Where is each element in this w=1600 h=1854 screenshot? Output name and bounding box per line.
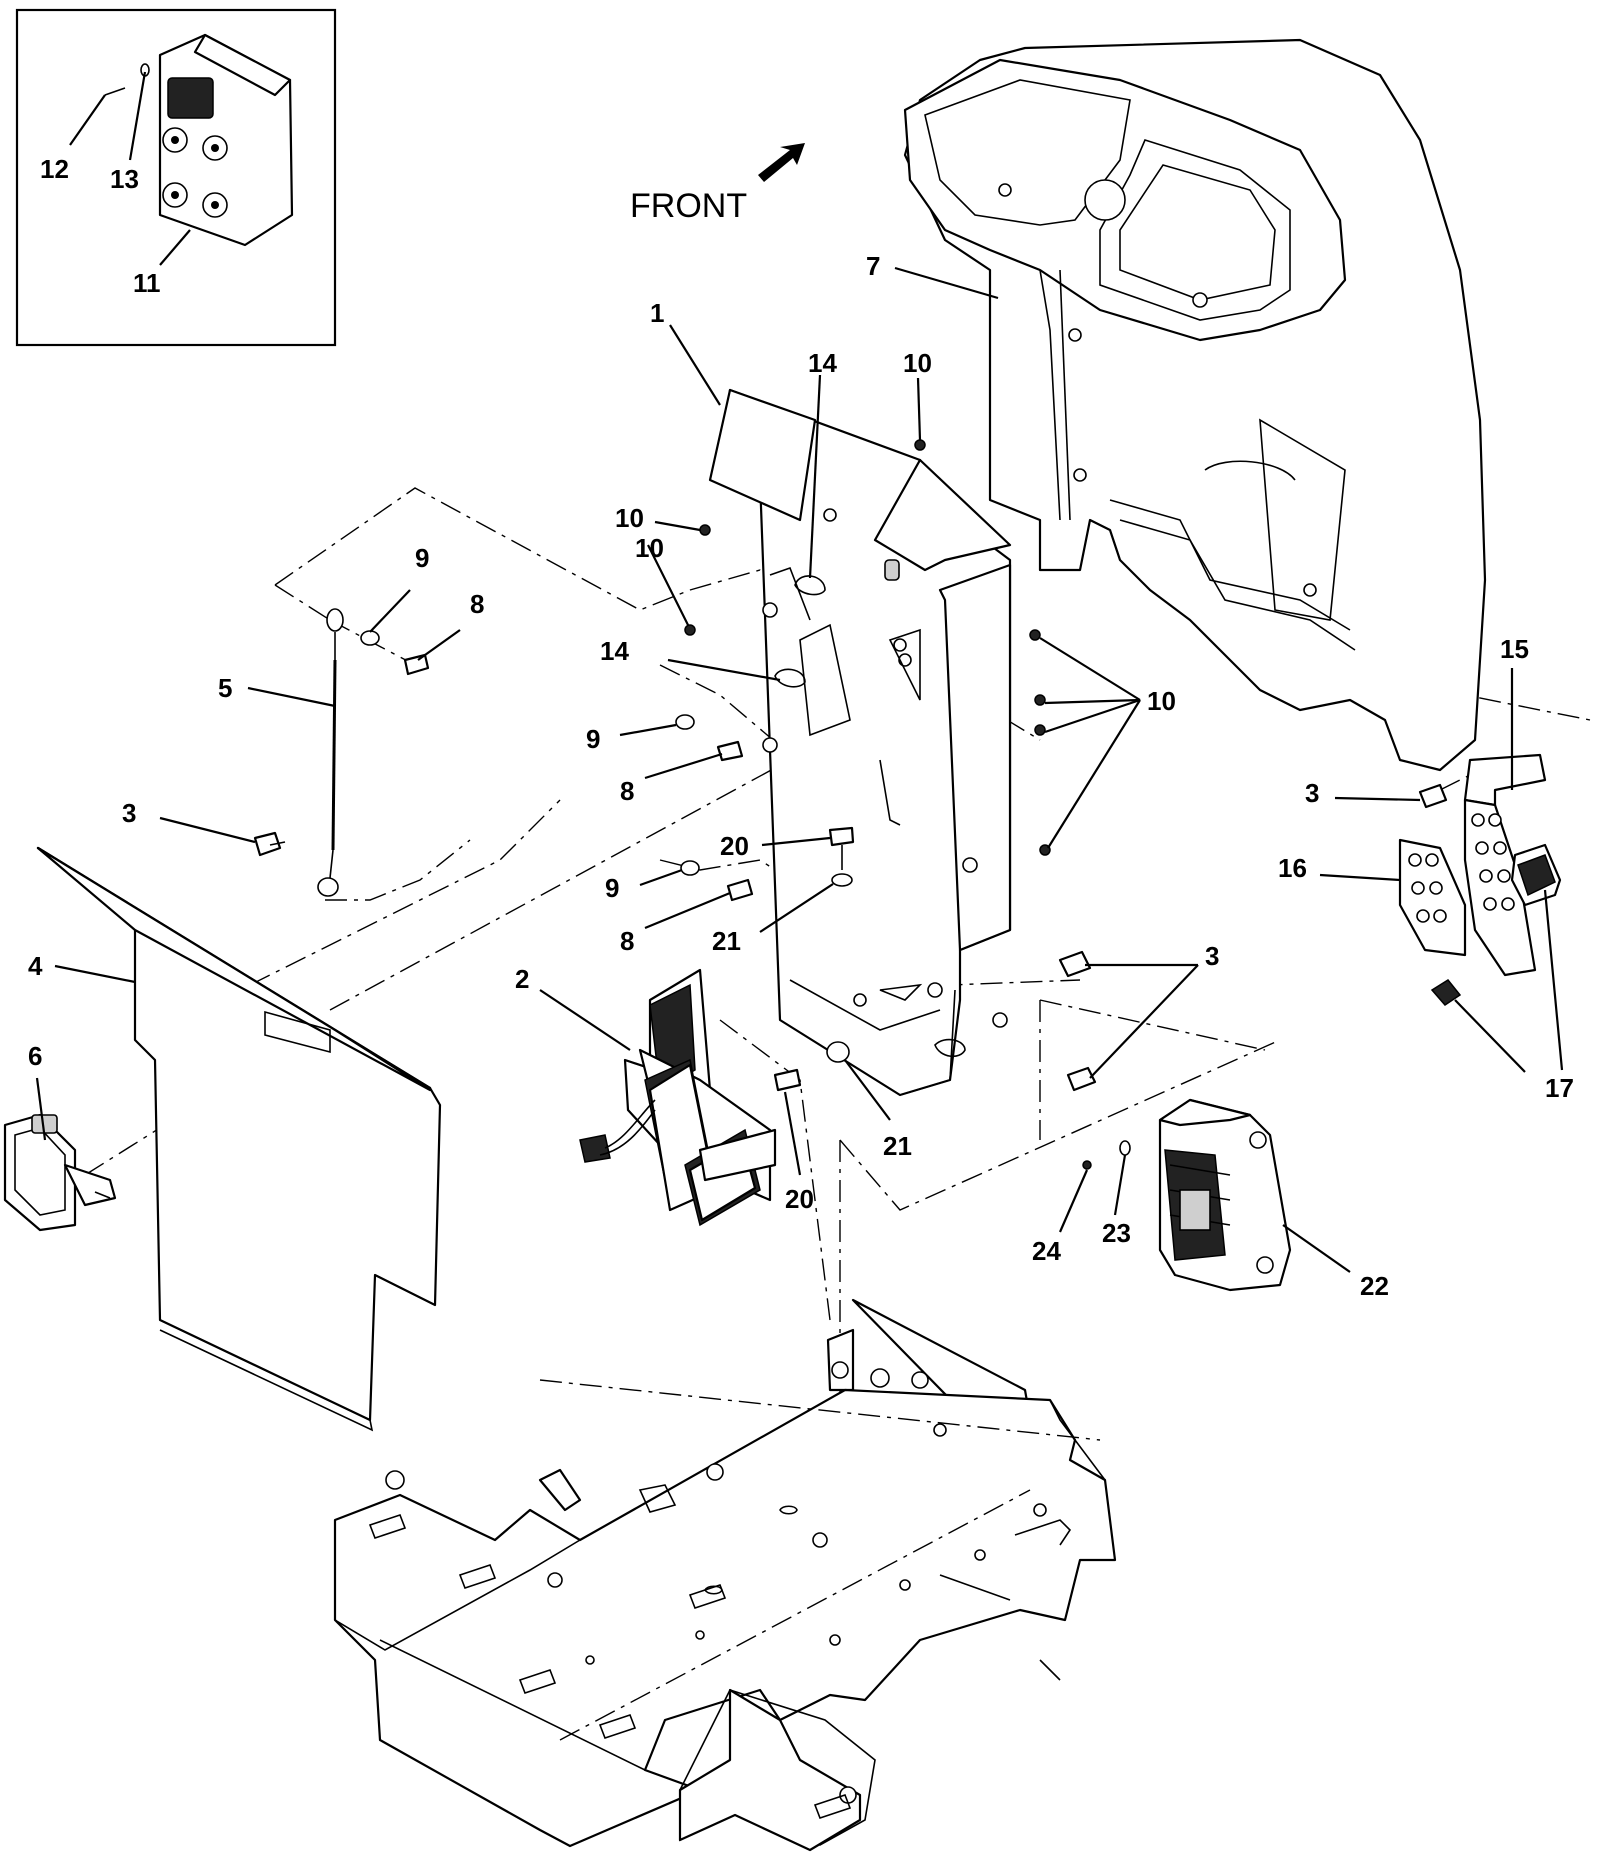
callout-9b: 9	[586, 724, 600, 754]
part-20-21-bolt-washer	[773, 826, 855, 1092]
callout-16: 16	[1278, 853, 1307, 883]
leader-5	[247, 686, 336, 708]
callout-10d: 10	[1147, 686, 1176, 716]
leader-10c	[647, 544, 689, 626]
leader-22	[1282, 1224, 1351, 1273]
leader-2	[539, 989, 631, 1051]
callout-20a: 20	[720, 831, 749, 861]
leader-14a	[808, 374, 822, 579]
part-10-screws	[684, 439, 1051, 856]
front-direction-indicator: FRONT	[630, 143, 805, 225]
callout-14a: 14	[808, 348, 837, 378]
part-7-console-shroud	[903, 38, 1487, 772]
callout-15: 15	[1500, 634, 1529, 664]
leader-8a	[417, 629, 461, 661]
callout-8a: 8	[470, 589, 484, 619]
hardware-middle	[675, 714, 754, 902]
callout-labels: 12 13 11 7 1 14 10 10 10 14 10 9 8 5 9 8…	[28, 154, 1574, 1301]
callout-11: 11	[133, 268, 161, 298]
callout-8b: 8	[620, 776, 634, 806]
callout-3b: 3	[1205, 941, 1219, 971]
leader-10d-4	[1047, 699, 1141, 849]
leader-23	[1113, 1154, 1127, 1216]
callout-6: 6	[28, 1041, 42, 1071]
callout-10a: 10	[903, 348, 932, 378]
callout-9a: 9	[415, 543, 429, 573]
callout-23: 23	[1102, 1218, 1131, 1248]
part-14-clips	[774, 575, 826, 688]
base-frame	[333, 1298, 1117, 1852]
callout-24: 24	[1032, 1236, 1061, 1266]
leader-9b	[619, 723, 677, 737]
leader-10d-3	[1044, 698, 1141, 734]
front-label: FRONT	[630, 187, 747, 225]
callout-3c: 3	[1305, 778, 1319, 808]
leader-1	[669, 324, 721, 406]
callout-10b: 10	[615, 503, 644, 533]
leader-14b	[667, 658, 781, 682]
leader-9c	[639, 868, 683, 887]
leader-20b	[783, 1091, 802, 1176]
part-22-controller	[1082, 1098, 1292, 1292]
callout-14b: 14	[600, 636, 629, 666]
inset-controller-detail	[15, 8, 337, 347]
leader-8b	[644, 752, 723, 780]
leader-10b	[654, 520, 701, 532]
callout-10c: 10	[635, 533, 664, 563]
part-1-pedestal-frame	[708, 388, 1012, 1097]
callout-21a: 21	[712, 926, 741, 956]
part-2-pedal-assembly	[579, 968, 777, 1227]
leader-9a	[369, 589, 411, 633]
leader-21b	[844, 1059, 891, 1121]
leader-10a	[916, 377, 922, 441]
leader-8c	[644, 891, 731, 930]
leader-3a	[159, 816, 256, 844]
part-15-16-17-bracket	[1398, 753, 1562, 1006]
callout-2: 2	[515, 964, 529, 994]
callout-22: 22	[1360, 1271, 1389, 1301]
leader-10d-1	[1039, 637, 1141, 701]
callout-1: 1	[650, 298, 664, 328]
callout-21b: 21	[883, 1131, 912, 1161]
callout-7: 7	[866, 251, 880, 281]
leader-21a	[759, 883, 834, 933]
callout-3a: 3	[122, 798, 136, 828]
hardware-upper-left	[360, 630, 430, 676]
leader-17-2	[1543, 889, 1564, 1071]
callout-20b: 20	[785, 1184, 814, 1214]
leader-17-1	[1454, 999, 1526, 1073]
callout-8c: 8	[620, 926, 634, 956]
leader-7	[894, 266, 999, 300]
callout-4: 4	[28, 951, 43, 981]
leader-24	[1058, 1169, 1089, 1233]
leader-16	[1319, 873, 1401, 882]
front-arrow-icon	[758, 143, 805, 182]
part-5-cable	[317, 608, 344, 897]
leader-6	[35, 1077, 47, 1141]
callout-9c: 9	[605, 873, 619, 903]
part-4-panel	[36, 846, 442, 1432]
part-3-left-bolt	[253, 831, 286, 857]
leader-3c	[1334, 796, 1421, 802]
leader-3b-2	[1089, 964, 1199, 1079]
part-6-switch	[3, 1113, 117, 1232]
part-3-middle-bolts	[1058, 950, 1097, 1092]
callout-17: 17	[1545, 1073, 1574, 1103]
callout-13: 13	[110, 164, 139, 194]
callout-12: 12	[40, 154, 69, 184]
leader-10d-2	[1044, 698, 1141, 705]
leader-4	[54, 964, 136, 984]
leader-20a	[761, 836, 831, 847]
callout-5: 5	[218, 673, 232, 703]
